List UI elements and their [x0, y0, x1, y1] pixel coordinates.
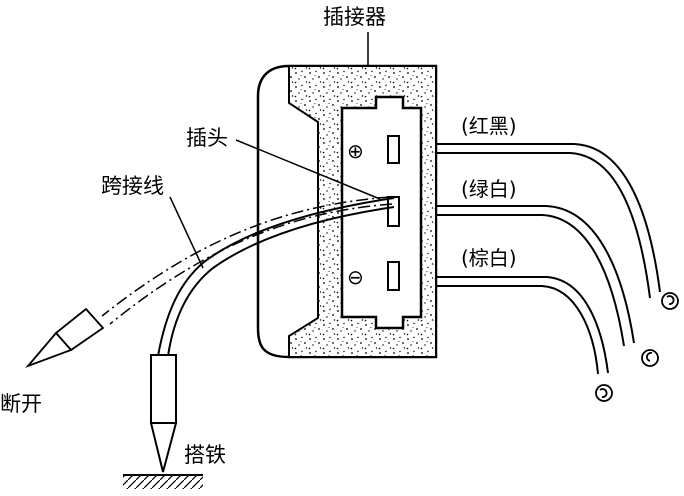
- negative-symbol: ⊖: [347, 265, 364, 289]
- connector-label: 插接器: [323, 5, 386, 29]
- ground-symbol: [123, 474, 203, 489]
- positive-symbol: ⊕: [347, 139, 364, 163]
- ground-probe: [149, 354, 178, 473]
- wire-label-green-white: (绿白): [461, 177, 517, 201]
- plug-label: 插头: [186, 126, 228, 150]
- output-wires: [436, 143, 661, 375]
- plug-insert: [340, 95, 423, 330]
- wire-end-symbols: [595, 292, 679, 402]
- middle-terminal: [387, 196, 400, 227]
- wire-label-red-black: (红黑): [461, 114, 517, 138]
- disconnected-jumper: [101, 196, 393, 325]
- positive-terminal: [387, 135, 400, 164]
- disconnect-label: 断开: [0, 392, 42, 416]
- negative-terminal: [387, 261, 400, 291]
- wire-label-brown-white: (棕白): [461, 246, 517, 270]
- disconnected-probe: [25, 307, 105, 369]
- jumper-label: 跨接线: [101, 174, 164, 198]
- jumper-wire: [157, 197, 395, 357]
- leader-lines: [169, 32, 381, 269]
- ground-label: 搭铁: [184, 443, 226, 467]
